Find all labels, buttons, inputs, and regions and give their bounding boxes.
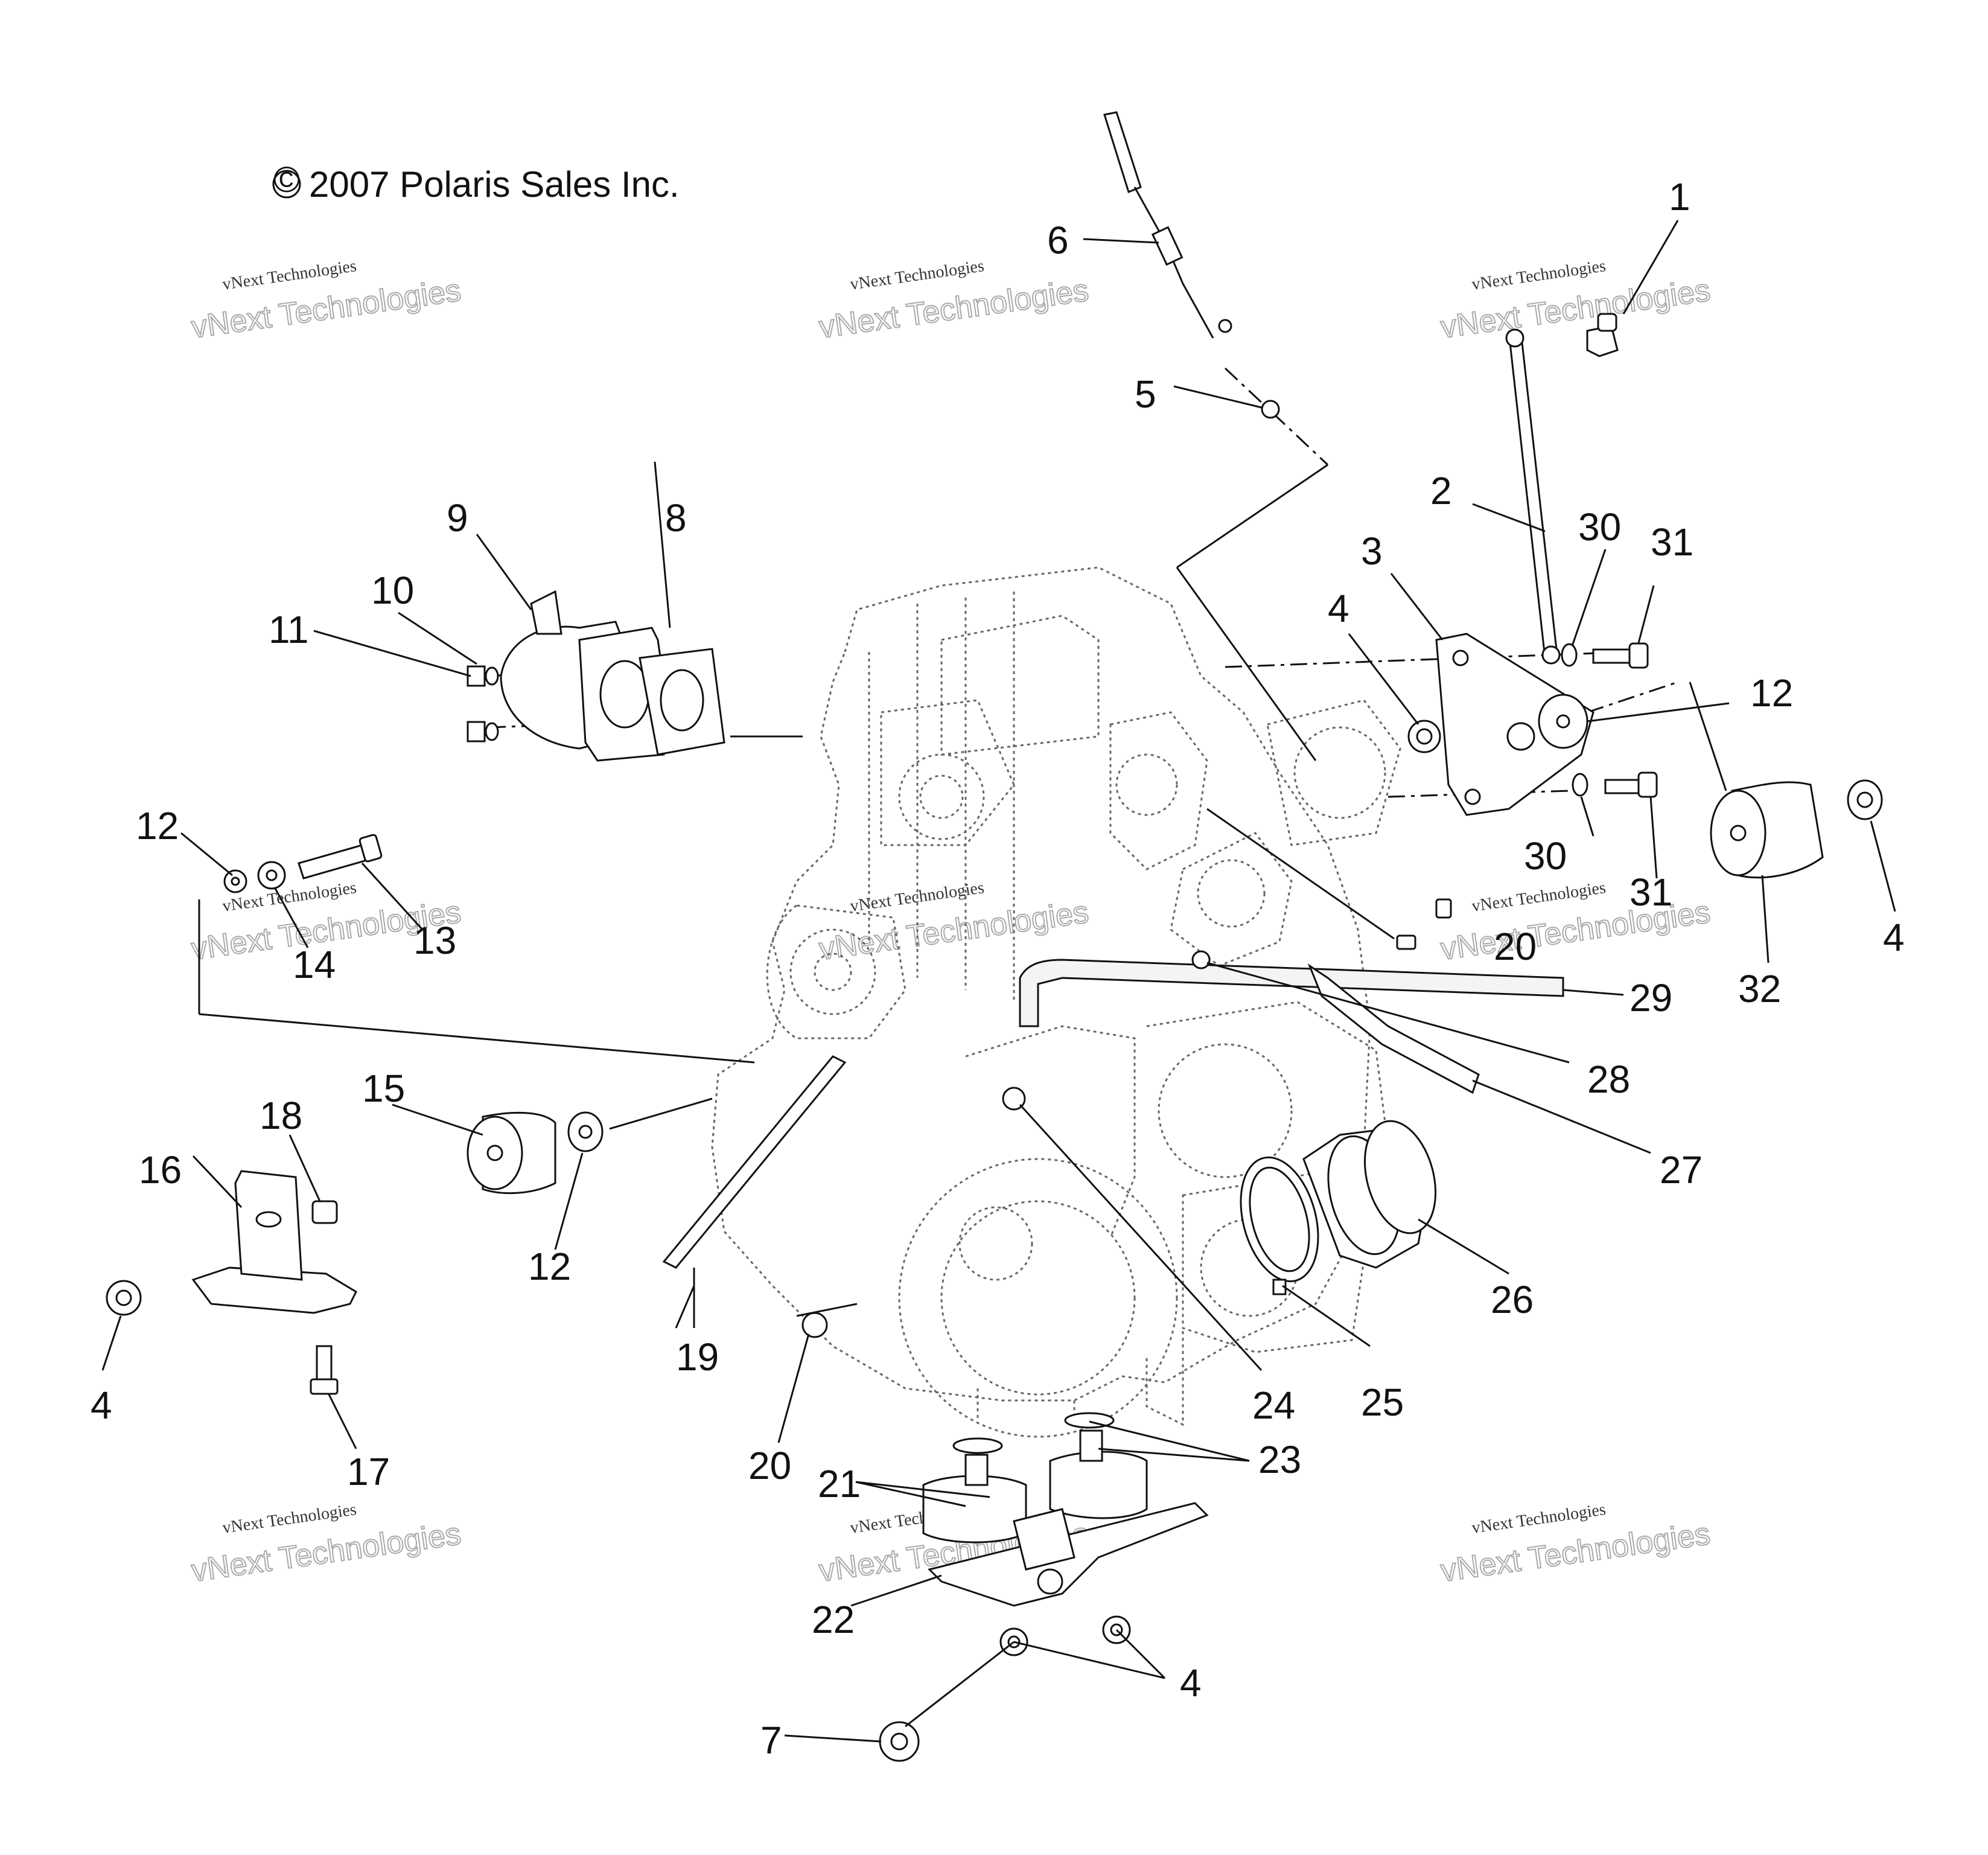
mount-32	[1710, 781, 1824, 879]
nut-18	[311, 1200, 338, 1224]
copyright-notice: © 2007 Polaris Sales Inc.	[272, 159, 680, 205]
washer-30-lower	[1572, 773, 1588, 797]
rod-2	[1505, 328, 1561, 665]
svg-text:vNext Technologies: vNext Technologies	[849, 257, 986, 294]
callout-13: 13	[413, 919, 456, 962]
nut-4-upper	[1407, 720, 1441, 753]
nut-5	[1261, 400, 1280, 419]
callout-22: 22	[812, 1598, 855, 1641]
nut-11-upper	[467, 665, 499, 687]
callout-12-left: 12	[136, 804, 179, 848]
hose-27	[1307, 963, 1480, 1094]
washer-12-right	[1538, 694, 1588, 749]
callout-4-lower: 4	[1180, 1661, 1202, 1705]
hose-29	[1019, 959, 1564, 1027]
callout-17: 17	[347, 1450, 390, 1493]
fitting-24	[1002, 1087, 1026, 1111]
nut-7	[879, 1721, 920, 1762]
mount-15	[467, 1111, 556, 1195]
mount-21	[922, 1454, 1027, 1544]
plate-21	[952, 1437, 1003, 1454]
callout-9: 9	[447, 496, 468, 540]
bolt-13	[298, 834, 383, 880]
washer-12-left	[223, 869, 247, 893]
callout-5: 5	[1135, 372, 1156, 416]
bracket-3	[1435, 633, 1595, 816]
clamp-25	[1240, 1156, 1319, 1295]
callout-16: 16	[139, 1148, 182, 1192]
nut-20-lower	[801, 1312, 828, 1338]
boot-26	[1302, 1120, 1437, 1269]
washer-12-mid	[567, 1111, 604, 1152]
callout-19: 19	[676, 1335, 719, 1379]
bolt-17	[310, 1345, 339, 1395]
callout-29: 29	[1630, 976, 1672, 1020]
svg-text:vNext Technologies: vNext Technologies	[221, 257, 358, 294]
throttle-cable	[1103, 111, 1232, 339]
gasket-8	[578, 627, 725, 762]
callout-26: 26	[1491, 1278, 1534, 1321]
callout-12-mid: 12	[528, 1245, 571, 1288]
bolt-31-lower	[1604, 771, 1658, 798]
callout-24: 24	[1252, 1384, 1295, 1427]
bolt-1	[1586, 313, 1619, 357]
callout-31-upper: 31	[1651, 520, 1693, 564]
callout-4-right: 4	[1883, 916, 1905, 959]
nut-20-upper	[1396, 898, 1452, 950]
svg-text:vNext Technologies: vNext Technologies	[221, 1500, 358, 1537]
svg-text:vNext Technologies: vNext Technologies	[1471, 257, 1607, 294]
callout-14: 14	[293, 943, 336, 986]
nut-4-left	[106, 1280, 142, 1316]
leader-lines	[101, 220, 1896, 1743]
callout-4-left: 4	[91, 1384, 112, 1427]
callout-2: 2	[1430, 469, 1452, 512]
washer-30-upper	[1561, 643, 1578, 667]
copyright-symbol: ©	[273, 159, 300, 200]
callout-6: 6	[1047, 219, 1069, 262]
callout-20-lower: 20	[748, 1444, 791, 1487]
callout-21: 21	[818, 1462, 861, 1505]
callout-12-right: 12	[1750, 671, 1793, 715]
callout-3: 3	[1361, 529, 1383, 573]
callout-10: 10	[371, 569, 414, 612]
reference-lines	[198, 367, 1727, 1317]
callout-15: 15	[362, 1067, 405, 1110]
bolt-31-upper	[1592, 642, 1649, 669]
callout-8: 8	[665, 496, 687, 540]
callout-11: 11	[269, 608, 308, 651]
callout-25: 25	[1361, 1381, 1404, 1424]
callout-1: 1	[1669, 175, 1690, 219]
callout-7: 7	[760, 1719, 782, 1762]
callout-4-upper: 4	[1328, 587, 1349, 630]
washer-14	[257, 861, 286, 890]
rod-19	[662, 1055, 847, 1269]
callout-18: 18	[260, 1094, 302, 1137]
callout-20-upper: 20	[1494, 925, 1537, 968]
fitting-28	[1191, 950, 1211, 969]
engine-outline	[711, 566, 1401, 1438]
callout-30-upper: 30	[1578, 505, 1621, 549]
mount-23	[1049, 1429, 1148, 1519]
svg-text:vNext Technologies: vNext Technologies	[1471, 878, 1607, 916]
callout-labels: 1 2 3 4 5 6 7 8 9 10 11 12 12 12 13 14 1…	[91, 175, 1905, 1762]
copyright-text: 2007 Polaris Sales Inc.	[309, 164, 680, 205]
callout-28: 28	[1587, 1058, 1630, 1101]
callout-31-lower: 31	[1630, 870, 1672, 914]
callout-32: 32	[1738, 967, 1781, 1011]
callout-30-lower: 30	[1524, 834, 1567, 878]
nut-11-lower	[467, 721, 499, 742]
bracket-16	[191, 1170, 357, 1314]
bracket-22	[928, 1502, 1209, 1607]
callout-23: 23	[1258, 1438, 1301, 1481]
callout-27: 27	[1660, 1148, 1703, 1192]
svg-text:vNext Technologies: vNext Technologies	[1471, 1500, 1607, 1537]
nut-4-right	[1847, 779, 1883, 820]
